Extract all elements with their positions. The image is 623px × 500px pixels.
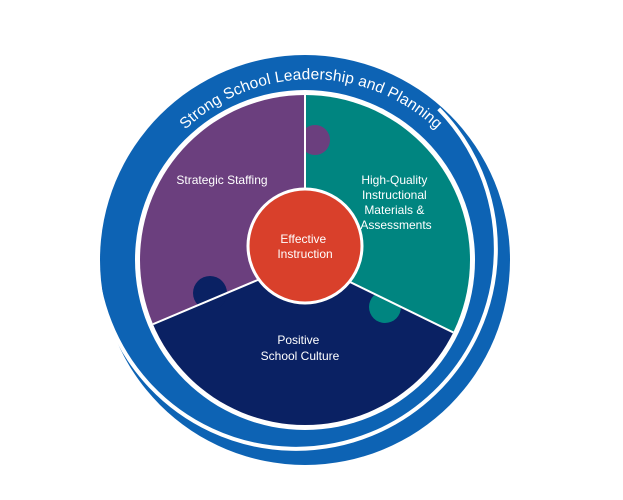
materials-label: High-Quality Instructional Materials & A…: [360, 173, 431, 232]
center-label-line1: Effective: [280, 232, 326, 246]
materials-label-line1: High-Quality: [361, 173, 427, 187]
puzzle-knob-culture: [193, 276, 227, 310]
materials-label-line4: Assessments: [360, 218, 431, 232]
center-label-line2: Instruction: [277, 247, 332, 261]
materials-label-line2: Instructional: [362, 188, 427, 202]
culture-label-line1: Positive: [277, 333, 319, 347]
culture-label-line2: School Culture: [261, 349, 340, 363]
arrow-head-icon: [142, 89, 174, 121]
center-label: Effective Instruction: [277, 232, 332, 261]
puzzle-knob-materials: [369, 291, 401, 323]
culture-label: Positive School Culture: [261, 333, 340, 363]
puzzle-knob-staffing-neck: [300, 130, 315, 150]
staffing-label: Strategic Staffing: [176, 173, 267, 187]
materials-label-line3: Materials &: [364, 203, 424, 217]
center-circle: [246, 187, 364, 305]
ring-arc: [93, 100, 498, 451]
